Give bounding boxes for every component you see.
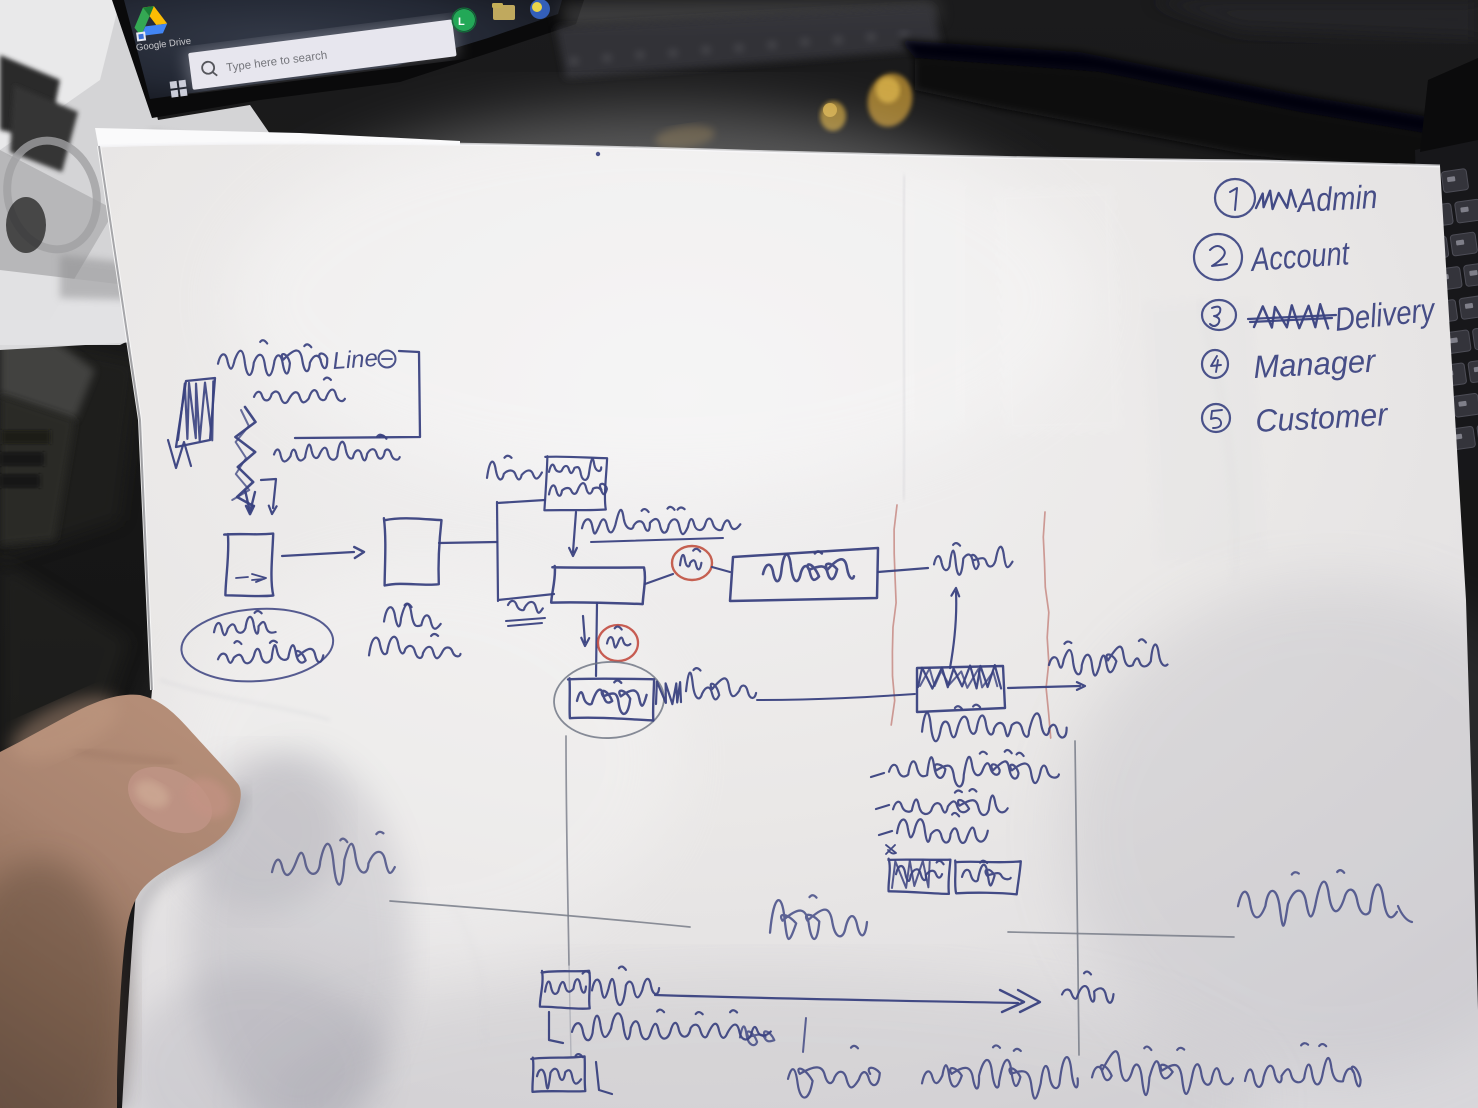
- svg-text:Account: Account: [1248, 234, 1351, 278]
- svg-text:Customer: Customer: [1254, 396, 1389, 439]
- svg-text:Admin: Admin: [1295, 178, 1379, 219]
- svg-text:Line: Line: [332, 345, 379, 375]
- svg-text:L: L: [458, 16, 465, 28]
- svg-text:Manager: Manager: [1252, 343, 1377, 385]
